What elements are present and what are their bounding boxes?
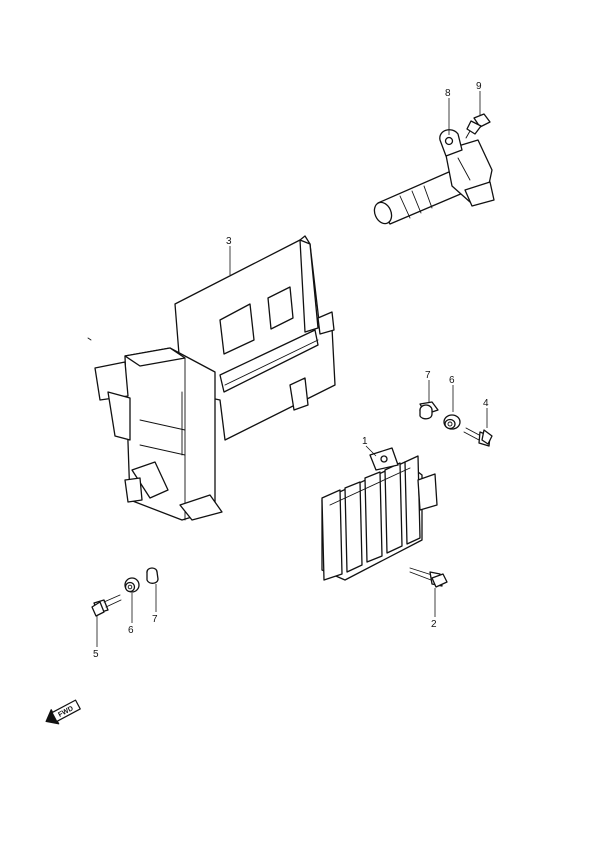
bolt-9	[465, 113, 491, 139]
callout-numbers: 3 8 9 1 2 4 6 7 5 6 7	[93, 81, 489, 660]
mounting-bracket	[94, 235, 336, 521]
stray-mark	[87, 337, 92, 341]
callout-1: 1	[362, 436, 368, 447]
callout-7-left: 7	[152, 614, 158, 625]
callout-5: 5	[93, 649, 99, 660]
bolt-5	[91, 594, 122, 617]
callout-6-left: 6	[128, 625, 134, 636]
callout-4: 4	[483, 398, 489, 409]
leader-lines	[96, 91, 488, 647]
callout-9: 9	[476, 81, 482, 92]
callout-7-right: 7	[425, 370, 431, 381]
collar-7-left	[146, 567, 159, 584]
callout-2: 2	[431, 619, 437, 630]
callout-6-right: 6	[449, 375, 455, 386]
grommet-6-right	[443, 414, 461, 430]
bolt-2	[409, 567, 448, 588]
callout-3: 3	[226, 236, 232, 247]
rectifier-regulator	[321, 447, 438, 581]
collar-7-right	[419, 401, 439, 420]
grommet-6-left	[124, 577, 140, 593]
callout-8: 8	[445, 88, 451, 99]
fwd-arrow-icon: FWD	[45, 699, 81, 725]
bolt-4	[463, 427, 493, 447]
ignition-coil	[373, 129, 495, 225]
